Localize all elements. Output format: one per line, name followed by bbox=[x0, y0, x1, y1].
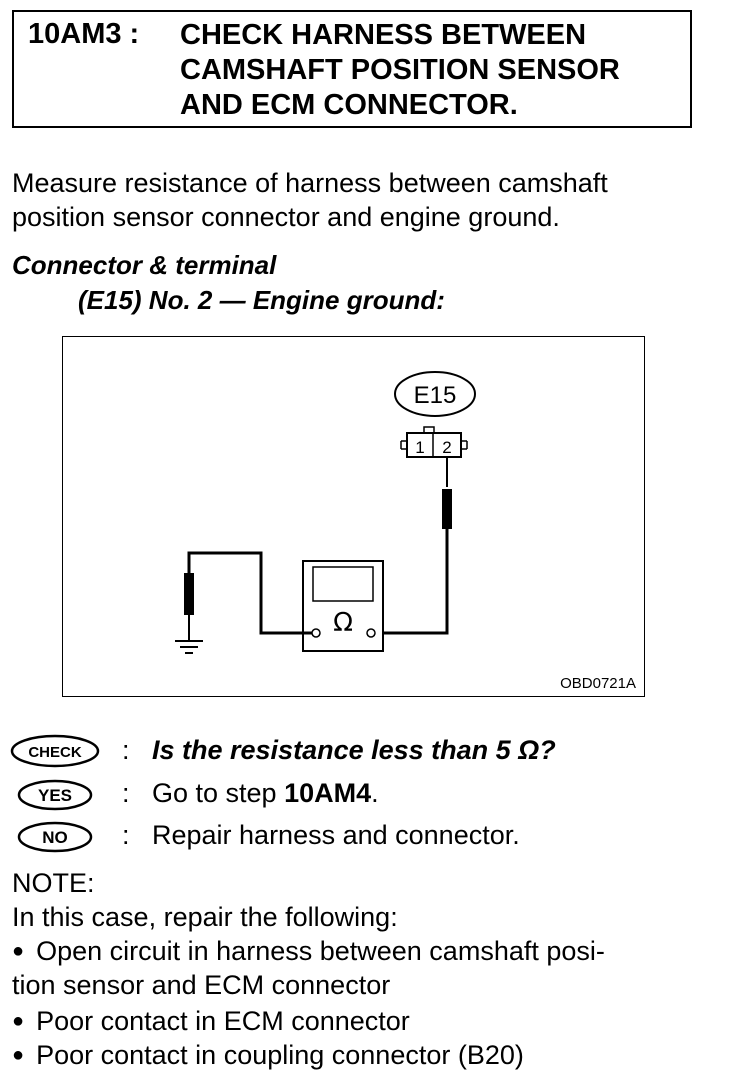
step-id: 10AM3 : bbox=[28, 18, 140, 50]
wiring-diagram: E15 1 2 Ω OBD0721A bbox=[62, 336, 645, 697]
note-item-1: ●Open circuit in harness between camshaf… bbox=[12, 936, 605, 966]
ohm-symbol: Ω bbox=[333, 608, 353, 638]
step-title: CHECK HARNESS BETWEEN CAMSHAFT POSITION … bbox=[180, 18, 620, 123]
check-colon: : bbox=[122, 735, 130, 765]
connector-pin-2: 2 bbox=[442, 438, 451, 457]
svg-text:CHECK: CHECK bbox=[28, 744, 82, 761]
meter-terminal-left bbox=[311, 628, 321, 638]
connector-detail: (E15) No. 2 — Engine ground: bbox=[78, 285, 445, 315]
yes-text: Go to step bbox=[152, 778, 285, 808]
connector-body bbox=[406, 432, 462, 458]
svg-text:YES: YES bbox=[38, 786, 72, 805]
bullet-icon: ● bbox=[12, 940, 25, 962]
no-badge: NO bbox=[17, 821, 93, 853]
no-answer: Repair harness and connector. bbox=[152, 820, 520, 850]
bullet-icon: ● bbox=[12, 1010, 25, 1032]
probe-ground bbox=[184, 573, 194, 615]
step-title-line-3: AND ECM CONNECTOR. bbox=[180, 89, 518, 121]
note-item-1-continued: tion sensor and ECM connector bbox=[12, 970, 391, 1000]
bullet-icon: ● bbox=[12, 1044, 25, 1066]
step-header-box: 10AM3 : CHECK HARNESS BETWEEN CAMSHAFT P… bbox=[12, 10, 692, 128]
yes-period: . bbox=[371, 778, 379, 808]
instruction-line-1: Measure resistance of harness between ca… bbox=[12, 168, 608, 198]
instruction-line-2: position sensor connector and engine gro… bbox=[12, 202, 560, 232]
svg-text:NO: NO bbox=[42, 828, 68, 847]
no-colon: : bbox=[122, 820, 130, 850]
ohmmeter-display bbox=[312, 566, 374, 602]
step-title-line-1: CHECK HARNESS BETWEEN bbox=[180, 19, 587, 51]
step-title-line-2: CAMSHAFT POSITION SENSOR bbox=[180, 54, 620, 86]
figure-code: OBD0721A bbox=[560, 675, 636, 692]
yes-colon: : bbox=[122, 778, 130, 808]
wiring-diagram-svg: E15 1 2 Ω bbox=[175, 371, 476, 654]
lead-to-connector bbox=[383, 529, 449, 635]
check-question: Is the resistance less than 5 Ω? bbox=[152, 735, 556, 765]
connector-heading: Connector & terminal bbox=[12, 250, 277, 280]
check-badge: CHECK bbox=[10, 734, 100, 768]
connector-pin-1: 1 bbox=[415, 438, 424, 457]
lead-to-ground bbox=[187, 551, 312, 635]
note-item-2: ●Poor contact in ECM connector bbox=[12, 1006, 410, 1036]
meter-terminal-right bbox=[366, 628, 376, 638]
probe-pin-2 bbox=[442, 489, 452, 529]
note-item-3: ●Poor contact in coupling connector (B20… bbox=[12, 1040, 524, 1070]
connector-label: E15 bbox=[414, 382, 457, 409]
yes-answer: Go to step 10AM4. bbox=[152, 778, 379, 809]
connector-label-ellipse bbox=[394, 371, 476, 417]
ohmmeter bbox=[302, 560, 384, 652]
yes-badge: YES bbox=[17, 779, 93, 811]
yes-step-link: 10AM4 bbox=[284, 778, 372, 808]
note-label: NOTE: bbox=[12, 868, 95, 898]
note-intro: In this case, repair the following: bbox=[12, 902, 398, 932]
